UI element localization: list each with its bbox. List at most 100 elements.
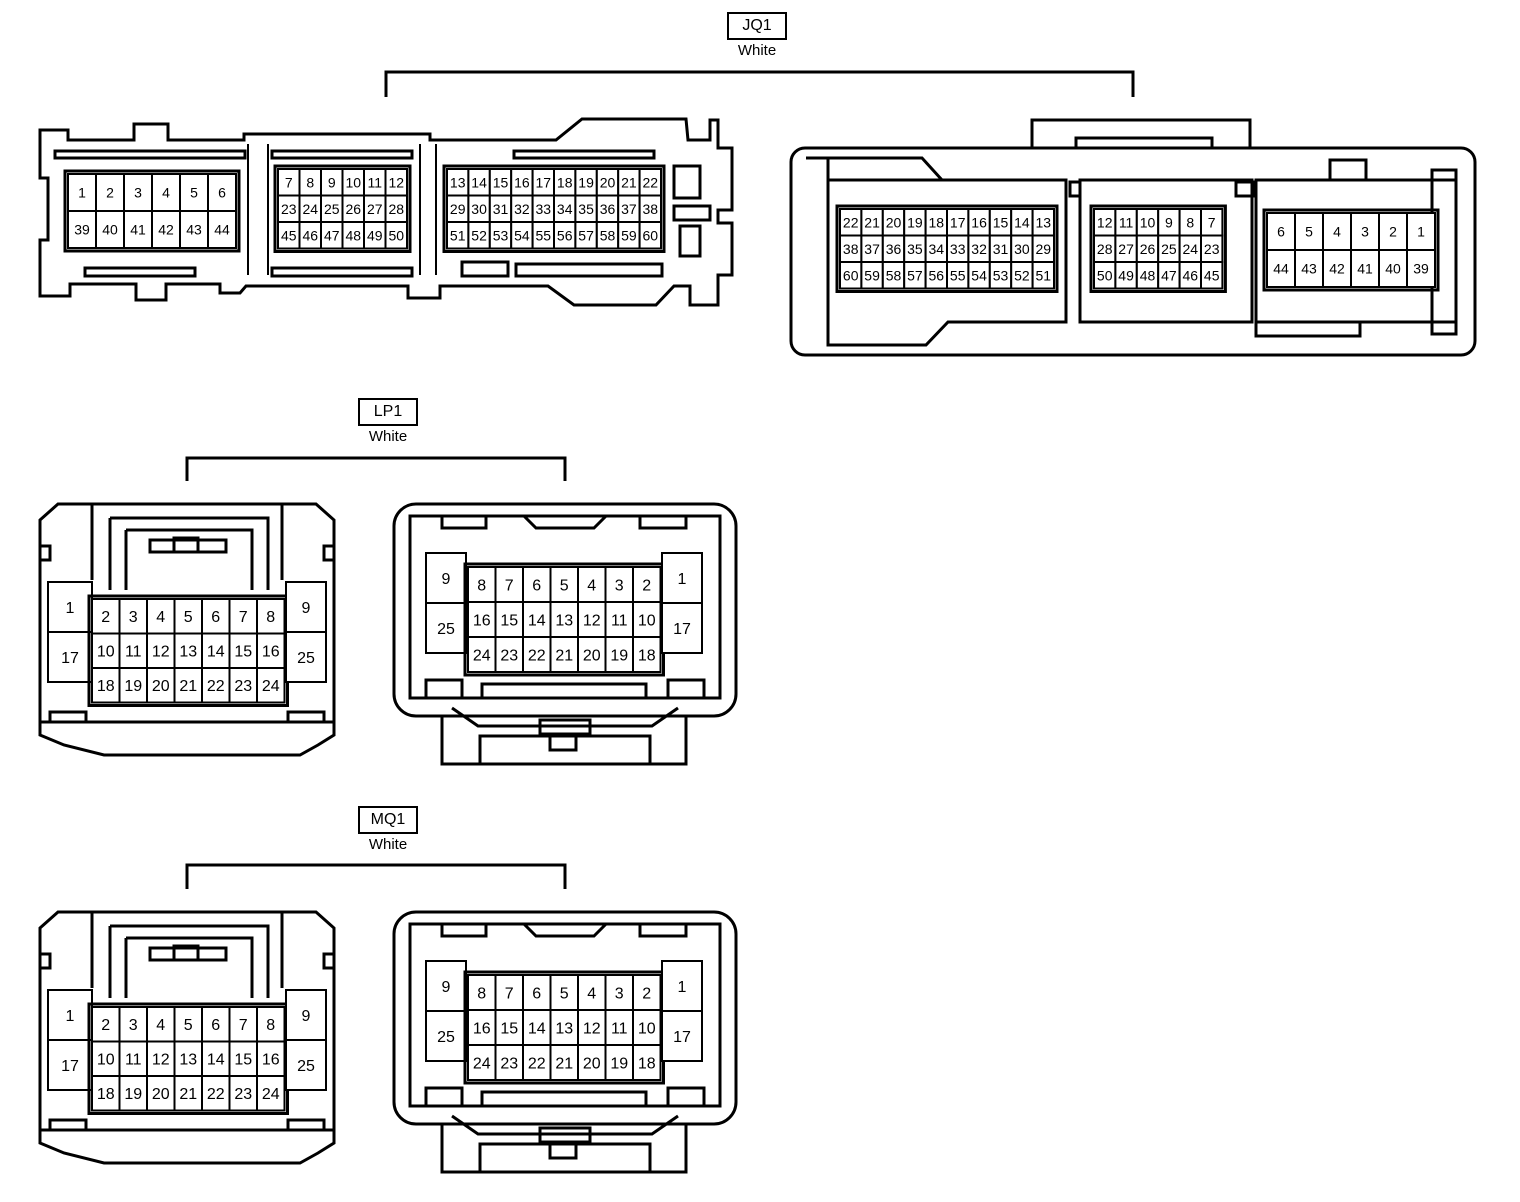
female-housing-mq1 bbox=[38, 910, 336, 1165]
svg-text:24: 24 bbox=[262, 1086, 280, 1103]
svg-text:15: 15 bbox=[500, 612, 518, 629]
svg-text:5: 5 bbox=[560, 985, 569, 1002]
svg-text:44: 44 bbox=[1273, 261, 1289, 277]
svg-text:15: 15 bbox=[493, 174, 509, 190]
pin-22: 22 bbox=[839, 208, 863, 237]
pin-41: 41 bbox=[123, 210, 153, 249]
svg-text:10: 10 bbox=[97, 644, 115, 661]
svg-text:52: 52 bbox=[471, 227, 487, 243]
pin-9: 9 bbox=[425, 552, 467, 604]
pin-60: 60 bbox=[839, 261, 863, 290]
svg-text:33: 33 bbox=[536, 201, 552, 217]
svg-text:47: 47 bbox=[1161, 267, 1177, 283]
svg-text:16: 16 bbox=[514, 174, 530, 190]
svg-text:1: 1 bbox=[66, 600, 75, 617]
pin-24: 24 bbox=[256, 667, 286, 704]
pin-15: 15 bbox=[988, 208, 1013, 237]
pin-14: 14 bbox=[201, 632, 231, 669]
connector-label-jq1: JQ1 White bbox=[707, 12, 807, 59]
svg-text:20: 20 bbox=[886, 214, 902, 230]
svg-text:2: 2 bbox=[1389, 224, 1397, 240]
pin-46: 46 bbox=[1178, 261, 1202, 290]
svg-text:13: 13 bbox=[450, 174, 466, 190]
pin-13: 13 bbox=[446, 168, 470, 197]
svg-text:54: 54 bbox=[971, 267, 987, 283]
pin-31: 31 bbox=[988, 234, 1013, 263]
svg-text:25: 25 bbox=[1161, 241, 1177, 257]
svg-text:19: 19 bbox=[578, 174, 594, 190]
svg-text:9: 9 bbox=[328, 174, 336, 190]
pin-17: 17 bbox=[531, 168, 555, 197]
svg-text:25: 25 bbox=[437, 1029, 455, 1046]
jq1-left-housing bbox=[38, 117, 734, 307]
pin-15: 15 bbox=[494, 601, 524, 638]
svg-text:28: 28 bbox=[1097, 241, 1113, 257]
svg-text:49: 49 bbox=[367, 227, 383, 243]
svg-text:16: 16 bbox=[473, 612, 491, 629]
pin-14: 14 bbox=[1010, 208, 1034, 237]
pin-17: 17 bbox=[661, 1010, 703, 1062]
svg-text:22: 22 bbox=[843, 214, 859, 230]
svg-text:1: 1 bbox=[66, 1008, 75, 1025]
svg-text:19: 19 bbox=[907, 214, 923, 230]
pin-37: 37 bbox=[860, 234, 884, 263]
pin-43: 43 bbox=[179, 210, 209, 249]
pin-18: 18 bbox=[632, 1044, 662, 1081]
svg-text:6: 6 bbox=[211, 609, 220, 626]
pin-6: 6 bbox=[201, 1006, 231, 1043]
svg-text:35: 35 bbox=[907, 241, 923, 257]
svg-text:12: 12 bbox=[152, 644, 170, 661]
connector-code: JQ1 bbox=[727, 12, 787, 40]
svg-text:5: 5 bbox=[184, 1017, 193, 1034]
pin-6: 6 bbox=[201, 598, 231, 635]
svg-text:60: 60 bbox=[843, 267, 859, 283]
pin-19: 19 bbox=[604, 636, 634, 673]
svg-text:40: 40 bbox=[102, 222, 118, 238]
pin-21: 21 bbox=[173, 1075, 203, 1112]
pin-2: 2 bbox=[91, 1006, 121, 1043]
pin-14: 14 bbox=[522, 1009, 552, 1046]
svg-text:5: 5 bbox=[184, 609, 193, 626]
svg-text:21: 21 bbox=[555, 647, 573, 664]
pin-1: 1 bbox=[661, 960, 703, 1012]
pin-9: 9 bbox=[285, 581, 327, 633]
svg-text:4: 4 bbox=[156, 609, 165, 626]
svg-text:3: 3 bbox=[615, 577, 624, 594]
svg-text:36: 36 bbox=[600, 201, 616, 217]
connector-label-mq1: MQ1 White bbox=[338, 806, 438, 853]
svg-text:1: 1 bbox=[78, 185, 86, 201]
svg-text:37: 37 bbox=[864, 241, 880, 257]
pin-45: 45 bbox=[277, 221, 301, 250]
pin-33: 33 bbox=[531, 194, 555, 223]
svg-text:26: 26 bbox=[345, 201, 361, 217]
svg-text:9: 9 bbox=[302, 600, 311, 617]
svg-text:18: 18 bbox=[557, 174, 573, 190]
pin-7: 7 bbox=[277, 168, 301, 197]
svg-text:6: 6 bbox=[211, 1017, 220, 1034]
svg-text:35: 35 bbox=[578, 201, 594, 217]
pin-1: 1 bbox=[67, 173, 97, 212]
pin-8: 8 bbox=[467, 566, 497, 603]
pin-36: 36 bbox=[595, 194, 620, 223]
svg-text:21: 21 bbox=[864, 214, 880, 230]
pin-49: 49 bbox=[1114, 261, 1138, 290]
svg-text:12: 12 bbox=[583, 1020, 601, 1037]
pin-15: 15 bbox=[494, 1009, 524, 1046]
svg-text:3: 3 bbox=[129, 609, 138, 626]
pin-15: 15 bbox=[488, 168, 513, 197]
svg-text:22: 22 bbox=[528, 647, 546, 664]
svg-text:7: 7 bbox=[505, 577, 514, 594]
pin-29: 29 bbox=[1031, 234, 1055, 263]
pin-28: 28 bbox=[1093, 234, 1117, 263]
pin-19: 19 bbox=[118, 667, 148, 704]
svg-text:45: 45 bbox=[281, 227, 297, 243]
pin-11: 11 bbox=[604, 1009, 634, 1046]
pin-59: 59 bbox=[617, 221, 641, 250]
pin-20: 20 bbox=[146, 1075, 176, 1112]
svg-text:11: 11 bbox=[1119, 214, 1134, 230]
